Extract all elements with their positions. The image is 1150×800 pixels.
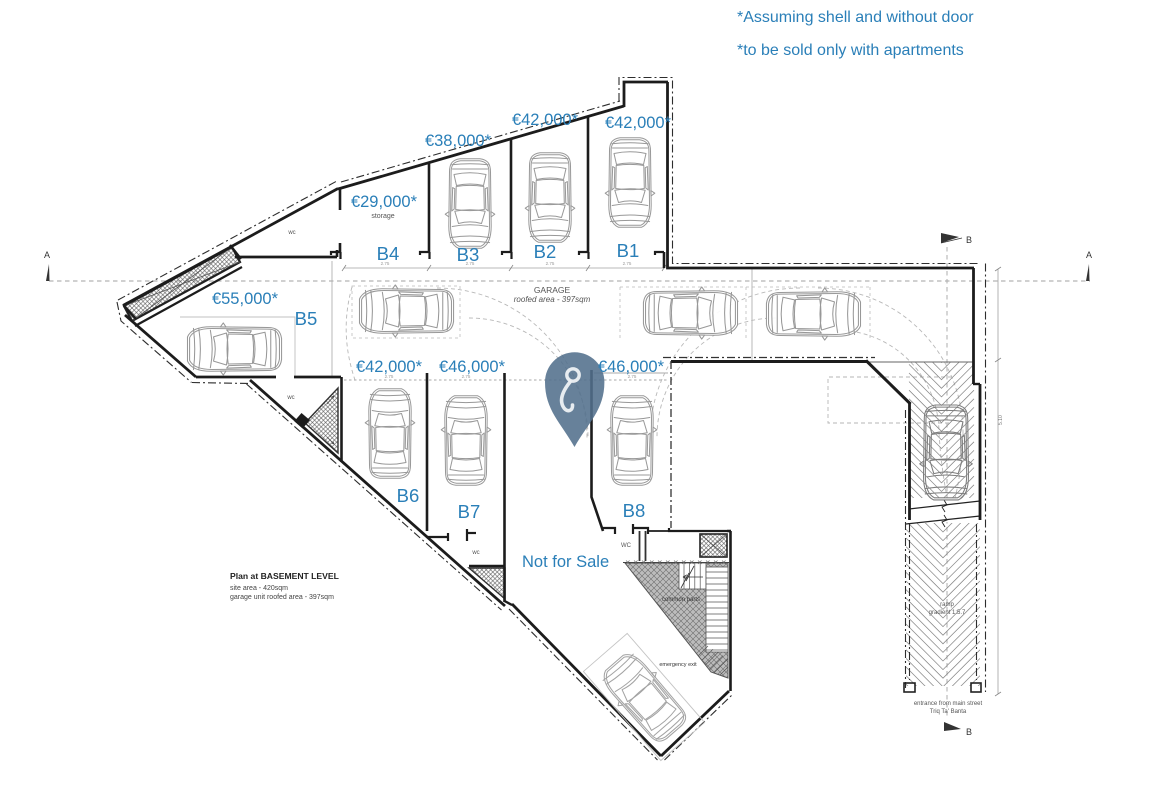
svg-text:wc: wc <box>286 395 294 401</box>
svg-text:2.75: 2.75 <box>546 261 555 266</box>
svg-text:€38,000*: €38,000* <box>425 132 492 150</box>
svg-text:gradient 1:5.7: gradient 1:5.7 <box>929 610 966 616</box>
svg-text:emergency exit: emergency exit <box>659 662 697 668</box>
svg-text:B2: B2 <box>534 241 557 262</box>
svg-text:roofed area - 397sqm: roofed area - 397sqm <box>514 295 591 304</box>
svg-text:Not for Sale: Not for Sale <box>522 553 609 571</box>
svg-text:2.75: 2.75 <box>385 374 394 379</box>
svg-text:2.75: 2.75 <box>628 374 637 379</box>
svg-text:B1: B1 <box>617 240 640 261</box>
svg-text:B3: B3 <box>457 244 480 265</box>
svg-text:A: A <box>1086 250 1092 260</box>
svg-text:B7: B7 <box>458 501 481 522</box>
svg-text:€55,000*: €55,000* <box>212 290 279 308</box>
svg-text:5.10: 5.10 <box>998 415 1004 425</box>
svg-text:Triq Ta' Banta: Triq Ta' Banta <box>930 709 967 715</box>
svg-text:€42,000*: €42,000* <box>605 114 672 132</box>
svg-text:garage unit roofed area - 397s: garage unit roofed area - 397sqm <box>230 594 334 601</box>
svg-text:€42,000*: €42,000* <box>512 111 579 129</box>
svg-text:A: A <box>44 250 50 260</box>
svg-text:common parts: common parts <box>662 597 700 603</box>
svg-text:2.75: 2.75 <box>466 261 475 266</box>
svg-text:wc: wc <box>287 230 295 236</box>
svg-text:2.75: 2.75 <box>381 261 390 266</box>
svg-text:B4: B4 <box>377 243 400 264</box>
svg-text:B: B <box>966 235 972 245</box>
svg-text:€29,000*: €29,000* <box>351 193 418 211</box>
svg-text:entrance from main street: entrance from main street <box>914 701 983 707</box>
svg-text:2.75: 2.75 <box>462 374 471 379</box>
svg-text:2.75: 2.75 <box>623 261 632 266</box>
svg-text:€46,000*: €46,000* <box>598 358 665 376</box>
svg-text:GARAGE: GARAGE <box>534 285 571 295</box>
svg-text:WC: WC <box>621 543 632 549</box>
svg-text:B5: B5 <box>295 308 318 329</box>
svg-text:*Assuming shell and without do: *Assuming shell and without door <box>737 9 974 26</box>
svg-text:ramp: ramp <box>940 602 954 608</box>
svg-text:B: B <box>966 727 972 737</box>
svg-text:*to be sold only with apartmen: *to be sold only with apartments <box>737 42 964 59</box>
svg-text:€42,000*: €42,000* <box>356 358 423 376</box>
svg-text:site area - 420sqm: site area - 420sqm <box>230 585 288 592</box>
svg-text:B6: B6 <box>397 485 420 506</box>
svg-text:Plan at BASEMENT LEVEL: Plan at BASEMENT LEVEL <box>230 571 339 581</box>
svg-text:storage: storage <box>371 213 394 220</box>
svg-text:B8: B8 <box>623 500 646 521</box>
svg-text:wc: wc <box>471 550 479 556</box>
svg-text:€46,000*: €46,000* <box>439 358 506 376</box>
